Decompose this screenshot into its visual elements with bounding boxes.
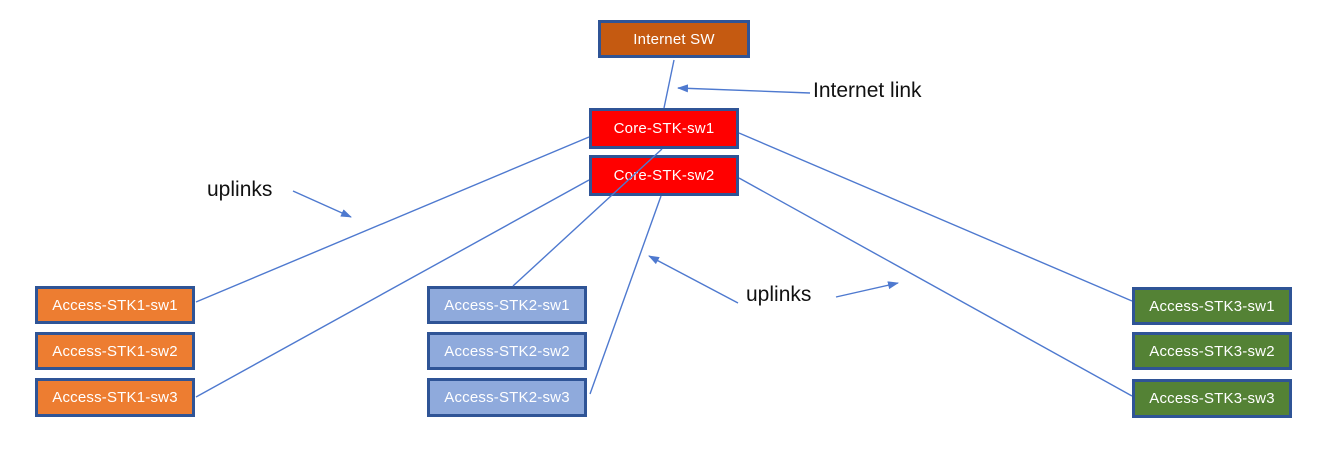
internet-link-label[interactable]: Internet link <box>813 79 922 102</box>
node-access-stk1-sw2[interactable]: Access-STK1-sw2 <box>35 332 195 370</box>
node-access-stk1-sw1[interactable]: Access-STK1-sw1 <box>35 286 195 324</box>
node-access-stk1-sw3[interactable]: Access-STK1-sw3 <box>35 378 195 417</box>
uplinks-left-label[interactable]: uplinks <box>207 178 273 201</box>
node-access-stk3-sw2[interactable]: Access-STK3-sw2 <box>1132 332 1292 370</box>
internet-link-arrow <box>677 84 811 94</box>
node-core-stk-sw1[interactable]: Core-STK-sw1 <box>589 108 739 149</box>
uplinks-mid-left-arrow <box>648 255 739 304</box>
uplinks-left-arrow <box>292 190 352 218</box>
node-access-stk2-sw2[interactable]: Access-STK2-sw2 <box>427 332 587 370</box>
node-access-stk2-sw1[interactable]: Access-STK2-sw1 <box>427 286 587 324</box>
node-access-stk3-sw1[interactable]: Access-STK3-sw1 <box>1132 287 1292 325</box>
uplinks-middle-label[interactable]: uplinks <box>746 283 812 306</box>
uplinks-mid-right-arrow <box>835 281 899 298</box>
node-access-stk2-sw3[interactable]: Access-STK2-sw3 <box>427 378 587 417</box>
node-core-stk-sw2[interactable]: Core-STK-sw2 <box>589 155 739 196</box>
node-internet-sw[interactable]: Internet SW <box>598 20 750 58</box>
node-access-stk3-sw3[interactable]: Access-STK3-sw3 <box>1132 379 1292 418</box>
link-core2-to-stk2-sw3 <box>589 195 662 395</box>
link-core1-to-stk3-sw1 <box>738 132 1133 302</box>
link-internet-to-core1 <box>663 59 675 109</box>
link-core1-to-stk1-sw1 <box>195 136 590 303</box>
